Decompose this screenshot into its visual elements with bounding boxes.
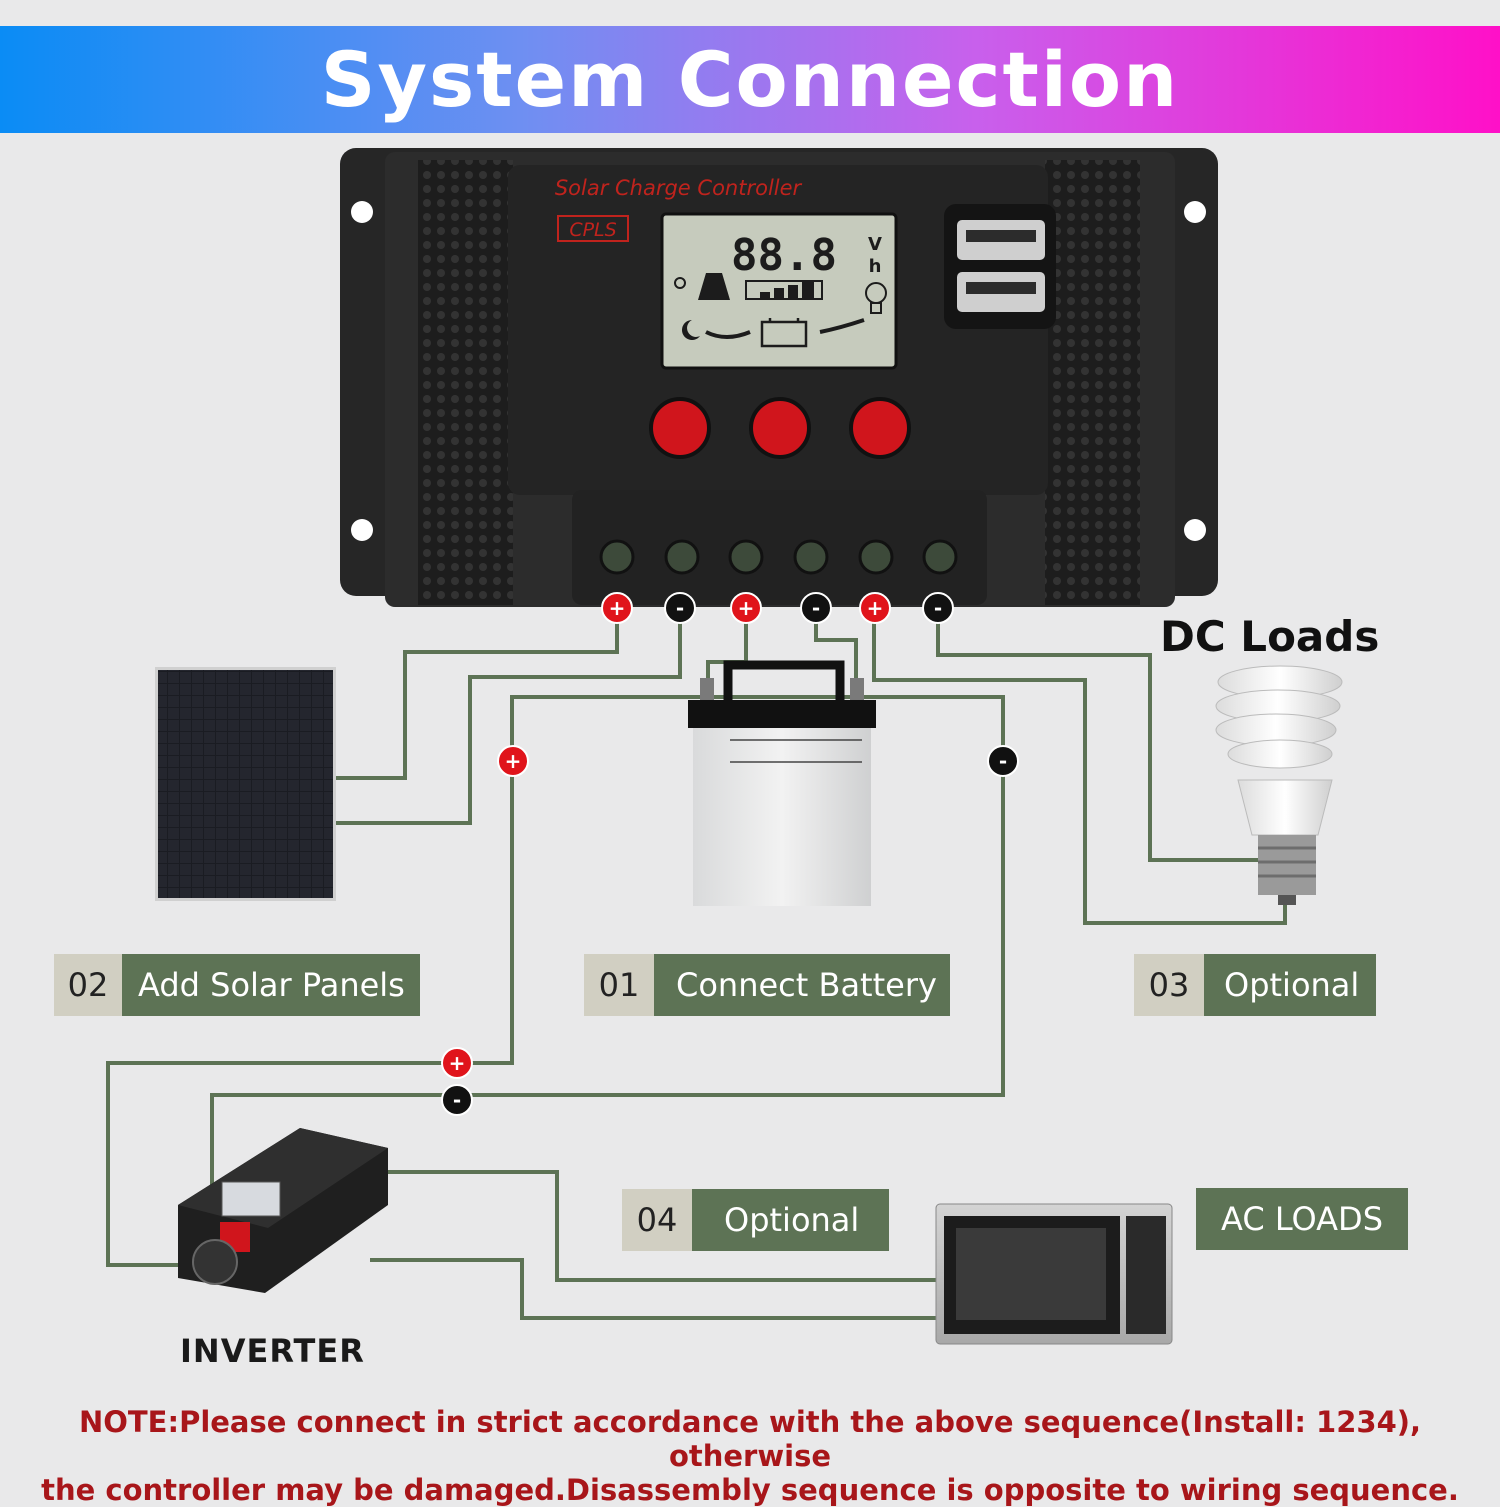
- negative-icon: -: [800, 592, 832, 624]
- lcd-arrow-icon: [819, 318, 865, 334]
- lcd-solar-panel-icon: [674, 273, 730, 300]
- wire-ac-1: [385, 1170, 940, 1282]
- controller-button-down: [849, 397, 911, 459]
- step-number: 02: [54, 954, 122, 1016]
- negative-icon: -: [441, 1084, 473, 1116]
- positive-icon: +: [441, 1047, 473, 1079]
- inverter-device: [178, 1128, 388, 1293]
- battery: [688, 660, 876, 906]
- svg-text:+: +: [609, 596, 626, 620]
- wire-load-negative: [936, 608, 1260, 862]
- svg-text:-: -: [934, 596, 942, 620]
- svg-text:+: +: [867, 596, 884, 620]
- dc-load-bulb: [1215, 665, 1343, 905]
- wire-pv-negative: [336, 608, 682, 825]
- solar-panel: [155, 667, 336, 901]
- step-03-label: 03 Optional: [1134, 954, 1376, 1016]
- positive-icon: +: [497, 745, 529, 777]
- svg-text:+: +: [505, 749, 522, 773]
- lcd-battery-icon: [760, 318, 808, 348]
- step-04-label: 04 Optional: [622, 1189, 889, 1251]
- wire-inverter-negative: [210, 695, 1005, 1185]
- lcd-moon-icon: [682, 320, 700, 340]
- negative-icon: -: [922, 592, 954, 624]
- wire-load-positive: [872, 608, 1287, 925]
- lcd-unit-hour: h: [869, 256, 882, 277]
- mount-hole-icon: [1184, 519, 1206, 541]
- title-banner: [0, 26, 1500, 133]
- step-01-label: 01 Connect Battery: [584, 954, 950, 1016]
- lcd-digits: 88.8: [731, 230, 837, 281]
- controller-brand: Solar Charge Controller: [555, 176, 803, 200]
- positive-icon: +: [730, 592, 762, 624]
- positive-icon: +: [601, 592, 633, 624]
- lcd-bulb-icon: [865, 282, 887, 314]
- mount-hole-icon: [351, 519, 373, 541]
- terminal-screws: [599, 539, 958, 575]
- controller-button-up: [749, 397, 811, 459]
- charge-controller: Solar Charge Controller CPLS 88.8 V h: [340, 148, 1218, 607]
- grip-pattern: [1045, 160, 1140, 605]
- step-text: Connect Battery: [654, 954, 950, 1016]
- wire-pv-positive: [336, 608, 619, 780]
- microwave: [935, 1203, 1173, 1345]
- svg-text:-: -: [676, 596, 684, 620]
- step-02-label: 02 Add Solar Panels: [54, 954, 420, 1016]
- mount-hole-icon: [351, 201, 373, 223]
- lcd-unit-volt: V: [868, 234, 882, 255]
- mount-hole-icon: [1184, 201, 1206, 223]
- inverter-label: INVERTER: [180, 1332, 365, 1370]
- positive-icon: +: [859, 592, 891, 624]
- svg-text:+: +: [449, 1051, 466, 1075]
- page-title: System Connection: [320, 35, 1180, 124]
- controller-model: CPLS: [569, 219, 616, 241]
- step-number: 04: [622, 1189, 692, 1251]
- note-line-1: NOTE:Please connect in strict accordance…: [78, 1405, 1422, 1473]
- grip-pattern: [418, 160, 513, 605]
- step-number: 03: [1134, 954, 1204, 1016]
- step-number: 01: [584, 954, 654, 1016]
- step-text: Add Solar Panels: [122, 954, 420, 1016]
- step-text: Optional: [1204, 954, 1376, 1016]
- note-line-2: the controller may be damaged.Disassembl…: [41, 1473, 1459, 1507]
- polarity-markers: + - + - + - + - + -: [441, 592, 1019, 1116]
- negative-icon: -: [664, 592, 696, 624]
- lcd-arrow-icon: [705, 330, 751, 339]
- warning-note: NOTE:Please connect in strict accordance…: [20, 1405, 1480, 1507]
- wire-ac-2: [370, 1258, 940, 1320]
- negative-icon: -: [987, 745, 1019, 777]
- ac-loads-label: AC LOADS: [1196, 1188, 1408, 1250]
- svg-text:+: +: [738, 596, 755, 620]
- dc-loads-label: DC Loads: [1160, 612, 1380, 661]
- svg-text:-: -: [453, 1088, 461, 1112]
- fan-icon: [192, 1239, 238, 1285]
- step-text: Optional: [692, 1189, 889, 1251]
- inverter-screen: [221, 1181, 281, 1217]
- svg-text:-: -: [999, 749, 1007, 773]
- svg-text:-: -: [812, 596, 820, 620]
- controller-button-menu: [649, 397, 711, 459]
- lcd-battery-bars-icon: [745, 280, 823, 300]
